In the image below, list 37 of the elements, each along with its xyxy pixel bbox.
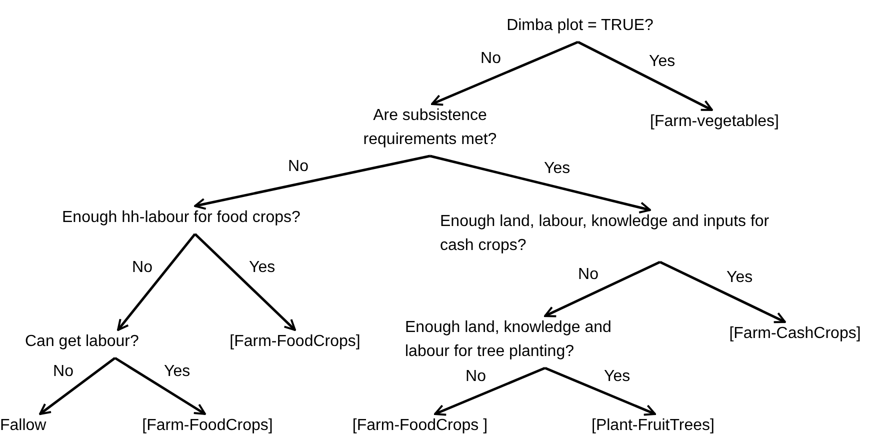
arrow (431, 40, 578, 106)
edge-label: No (466, 367, 486, 387)
question-text: Enough land, labour, knowledge and inputs for cash crops? (440, 210, 800, 262)
outcome-text: [Farm-CashCrops] (705, 322, 885, 350)
outcome-text: Fallow (0, 414, 75, 442)
edge-label: No (578, 265, 598, 285)
question-text: Dimba plot = TRUE? (470, 14, 690, 42)
question-text: Are subsistence requirements met? (325, 104, 535, 156)
edge-label: No (480, 49, 501, 69)
arrow (544, 366, 656, 416)
edge-label: Yes (726, 268, 753, 288)
edge-label: Yes (649, 52, 676, 72)
edge-label: Yes (249, 258, 276, 278)
arrow (194, 233, 296, 331)
arrow (577, 40, 713, 112)
outcome-text: [Farm-FoodCrops] (205, 330, 385, 358)
edge-label: No (288, 157, 308, 177)
question-text: Enough land, knowledge and labour for tree planting? (405, 316, 660, 368)
arrow (117, 233, 196, 331)
edge-label: No (132, 258, 152, 278)
outcome-text: [Farm-vegetables] (622, 110, 807, 138)
edge-label: Yes (544, 159, 570, 179)
question-text: Can get labour? (25, 330, 185, 358)
arrow (544, 260, 661, 318)
arrow (39, 357, 116, 415)
outcome-text: [Farm-FoodCrops] (115, 414, 300, 442)
arrow (434, 366, 546, 416)
arrow (430, 154, 651, 214)
edge-label: No (53, 362, 74, 382)
edge-label: Yes (604, 367, 630, 387)
outcome-text: [Farm-FoodCrops ] (325, 414, 515, 442)
outcome-text: [Plant-FruitTrees] (558, 414, 748, 442)
arrow (114, 356, 206, 416)
arrow (194, 154, 430, 210)
edge-label: Yes (164, 362, 190, 382)
arrow (659, 260, 786, 324)
question-text: Enough hh-labour for food crops? (62, 206, 302, 234)
